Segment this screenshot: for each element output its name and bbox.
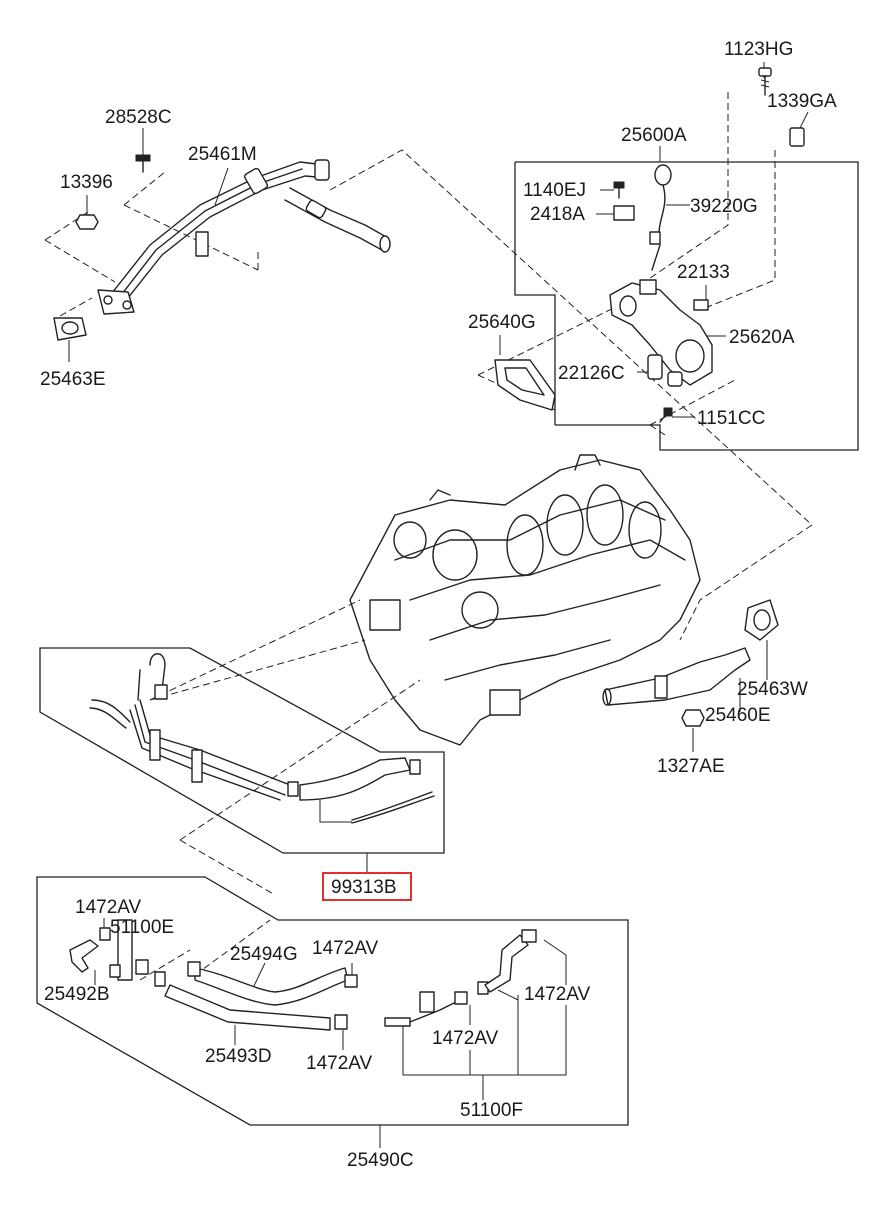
highlight-box-99313b (322, 872, 412, 901)
fitting-22126c (647, 354, 683, 387)
leader-lines (68, 62, 809, 1148)
label-25600a[interactable]: 25600A (621, 125, 687, 146)
gasket-25463e (53, 317, 87, 341)
label-51100e[interactable]: 51100E (110, 917, 174, 938)
engine-intake-manifold (349, 454, 701, 746)
label-25494g[interactable]: 25494G (230, 944, 298, 965)
label-25492b[interactable]: 25492B (44, 984, 110, 1005)
label-25620a[interactable]: 25620A (729, 327, 795, 348)
hose-assembly-99313b (89, 653, 435, 824)
dashed-guide-lines (44, 92, 813, 981)
label-1123hg[interactable]: 1123HG (724, 39, 793, 60)
clip-1339ga (789, 127, 805, 147)
frame-hose-group-lower (36, 876, 629, 1126)
part-labels: 1123HG 1339GA 28528C 25461M 25600A 13396… (40, 39, 837, 1171)
label-1151cc[interactable]: 1151CC (697, 408, 765, 429)
frame-hose-group-upper (39, 647, 445, 854)
pipe-25460e (602, 647, 751, 706)
label-22133[interactable]: 22133 (677, 262, 730, 283)
label-25490c[interactable]: 25490C (347, 1150, 414, 1171)
label-25463e[interactable]: 25463E (40, 369, 106, 390)
sensor-39220g (649, 164, 672, 271)
gasket-25640g (494, 359, 556, 411)
label-1472av-e[interactable]: 1472AV (306, 1053, 373, 1074)
label-25493d[interactable]: 25493D (205, 1046, 272, 1067)
label-99313b[interactable]: 99313B (331, 877, 397, 898)
label-1472av-d[interactable]: 1472AV (432, 1028, 499, 1049)
label-1472av-a[interactable]: 1472AV (75, 897, 142, 918)
label-25460e[interactable]: 25460E (705, 705, 771, 726)
bracket-2418a (613, 205, 635, 221)
frame-thermostat-group (514, 161, 859, 451)
label-1327ae[interactable]: 1327AE (657, 756, 725, 777)
bolt-28528c (135, 154, 151, 173)
label-51100f[interactable]: 51100F (460, 1100, 523, 1121)
label-13396[interactable]: 13396 (60, 172, 113, 193)
bolt-1140ej (613, 181, 625, 199)
bolt-1151cc (659, 407, 673, 423)
label-1140ej[interactable]: 1140EJ (523, 180, 586, 201)
label-25640g[interactable]: 25640G (468, 312, 536, 333)
label-2418a[interactable]: 2418A (530, 204, 585, 225)
label-39220g[interactable]: 39220G (690, 196, 758, 217)
bolt-1123hg (758, 67, 772, 96)
label-25463w[interactable]: 25463W (737, 679, 808, 700)
label-1472av-c[interactable]: 1472AV (524, 984, 591, 1005)
thermostat-housing-25620a (609, 279, 713, 386)
label-22126c[interactable]: 22126C (558, 363, 625, 384)
label-1472av-b[interactable]: 1472AV (312, 938, 379, 959)
nut-13396 (75, 214, 99, 230)
bolt-1327ae (681, 709, 705, 727)
label-25461m[interactable]: 25461M (188, 144, 257, 165)
pipe-25461m (97, 159, 391, 315)
gasket-25463w (744, 599, 779, 641)
label-28528c[interactable]: 28528C (105, 107, 172, 128)
hose-assembly-25490c (69, 919, 537, 1031)
label-1339ga[interactable]: 1339GA (767, 91, 837, 112)
